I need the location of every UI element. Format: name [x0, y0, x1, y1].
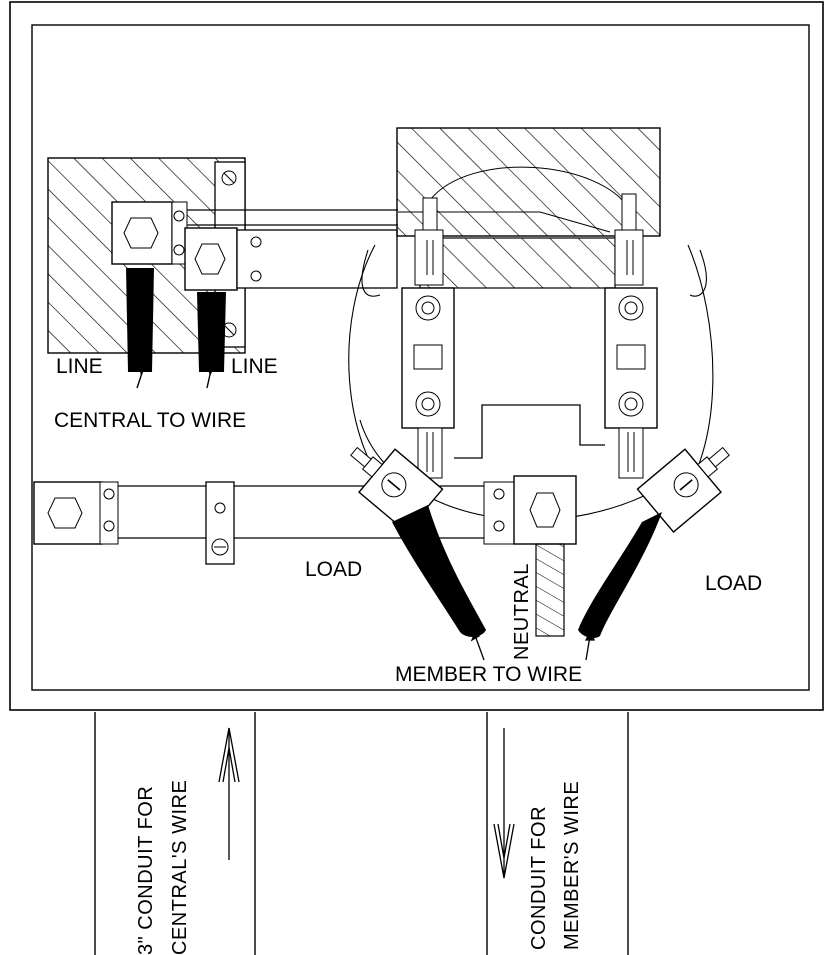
central-wires: [126, 268, 226, 389]
neutral-wire: [535, 543, 565, 637]
load-label-left: LOAD: [305, 558, 362, 581]
left-load-lug: [350, 446, 444, 534]
up-arrow-icon: [218, 727, 240, 860]
conduit-central-label-2: CENTRAL'S WIRE: [169, 780, 191, 955]
conduit-member-label-1: CONDUIT FOR: [528, 806, 550, 950]
neutral-label: NEUTRAL: [511, 563, 533, 660]
member-wires: [392, 505, 662, 638]
center-bracket: [454, 404, 605, 459]
central-to-wire-label: CENTRAL TO WIRE: [54, 409, 246, 432]
conduits: [94, 712, 629, 955]
line-label-left: LINE: [56, 355, 103, 378]
load-label-right: LOAD: [705, 572, 762, 595]
right-load-terminal: [604, 287, 658, 479]
enclosure: [9, 1, 824, 711]
conduit-member-label-2: MEMBER'S WIRE: [561, 781, 583, 950]
right-load-lug: [636, 446, 730, 534]
down-arrow-icon: [493, 728, 515, 879]
member-to-wire-label: MEMBER TO WIRE: [395, 663, 582, 686]
left-load-terminal: [401, 287, 455, 479]
meter-socket-block: [396, 127, 661, 289]
conduit-central-label-1: 3" CONDUIT FOR: [135, 786, 157, 955]
line-label-right: LINE: [231, 355, 278, 378]
neutral-bar: [33, 475, 577, 565]
member-wire-arrows: [470, 628, 595, 661]
